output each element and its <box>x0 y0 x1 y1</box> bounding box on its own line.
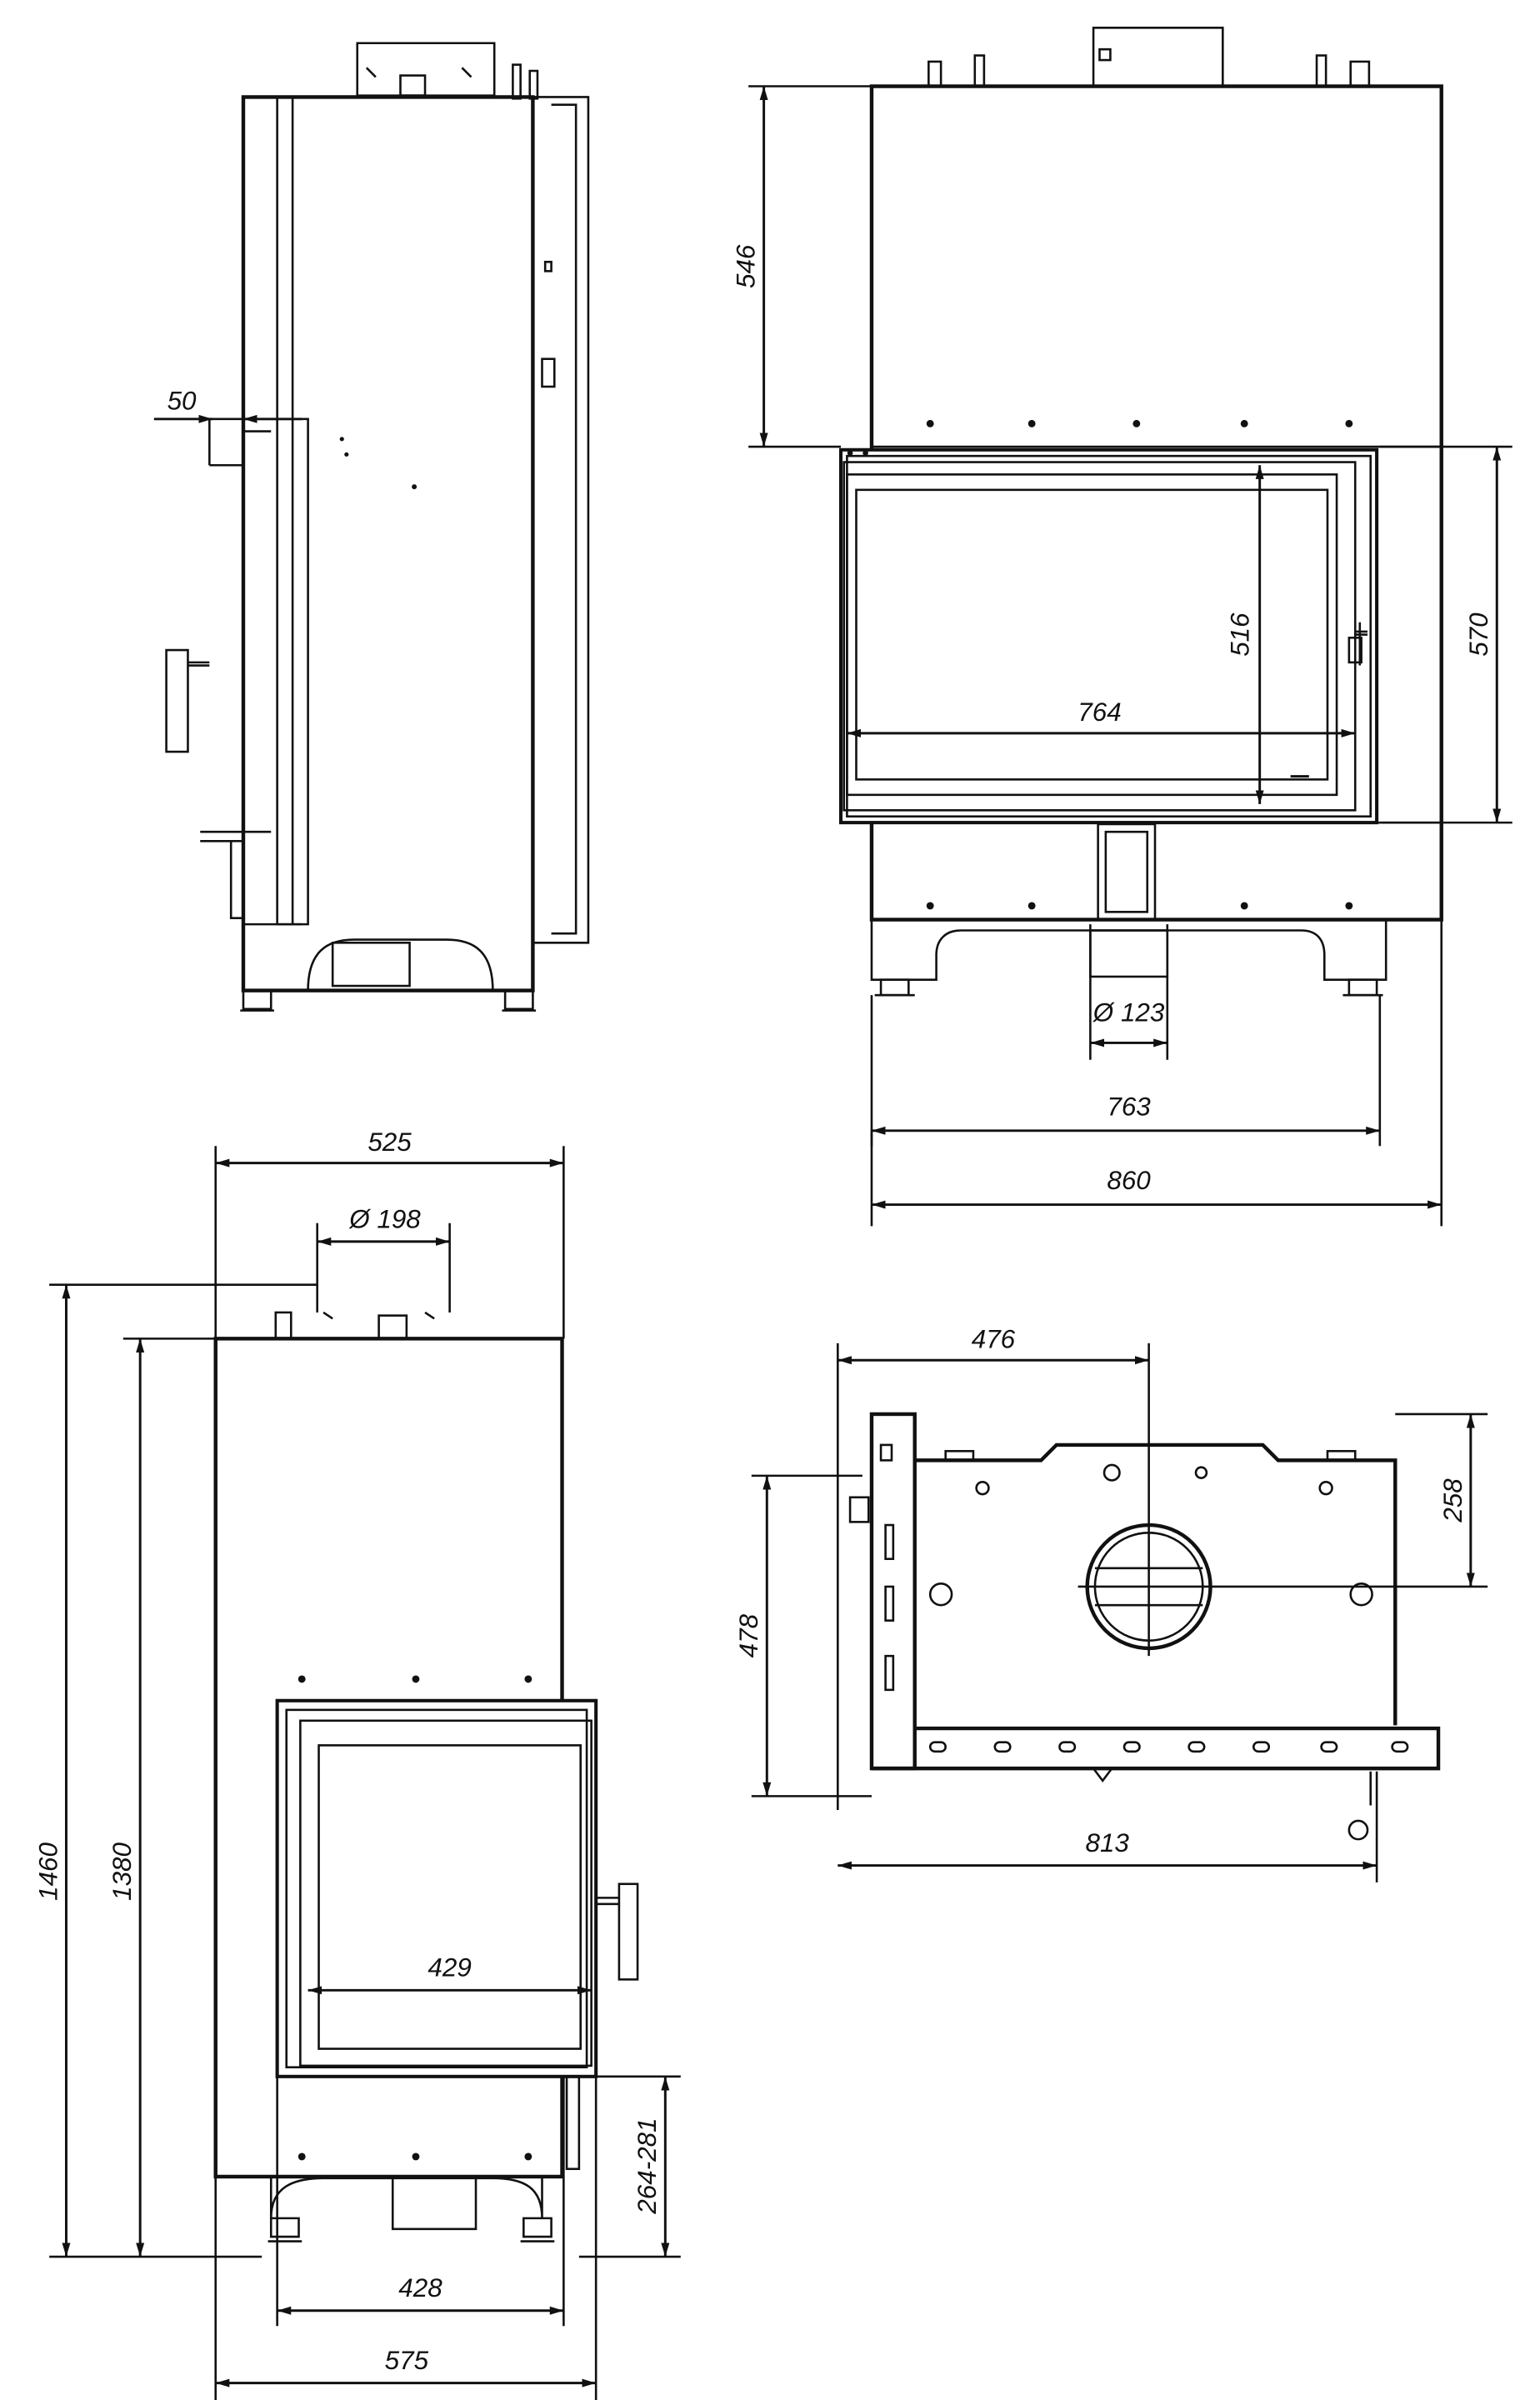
dimension-lines <box>49 85 1512 2400</box>
dim-left-264-281: 264-281 <box>632 2118 662 2214</box>
dim-left-1460: 1460 <box>33 1842 62 1900</box>
dim-left-525: 525 <box>368 1128 412 1157</box>
dim-front-516: 516 <box>1226 612 1255 657</box>
dim-top-476: 476 <box>972 1324 1016 1353</box>
side-view <box>165 42 590 1012</box>
dim-left-429: 429 <box>428 1953 471 1982</box>
left-view <box>213 1311 639 2242</box>
dim-side-50: 50 <box>168 387 197 416</box>
front-view <box>838 26 1443 997</box>
dim-front-764: 764 <box>1078 698 1121 727</box>
dim-front-860: 860 <box>1107 1166 1151 1195</box>
dim-front-546: 546 <box>732 244 761 288</box>
dim-front-763: 763 <box>1107 1092 1151 1121</box>
dim-left-diameter-198: Ø 198 <box>348 1204 421 1233</box>
dim-top-813: 813 <box>1086 1828 1130 1858</box>
dim-front-diameter-123: Ø 123 <box>1092 998 1165 1028</box>
dim-front-570: 570 <box>1464 612 1493 657</box>
dim-top-478: 478 <box>734 1613 763 1658</box>
dim-top-258: 258 <box>1438 1478 1468 1523</box>
dim-left-575: 575 <box>385 2346 429 2375</box>
dim-left-1380: 1380 <box>108 1842 137 1900</box>
dim-left-428: 428 <box>398 2273 442 2302</box>
top-view <box>848 1412 1441 1841</box>
dimension-labels: 50 546 570 516 764 Ø 123 763 860 525 Ø 1… <box>33 244 1493 2375</box>
